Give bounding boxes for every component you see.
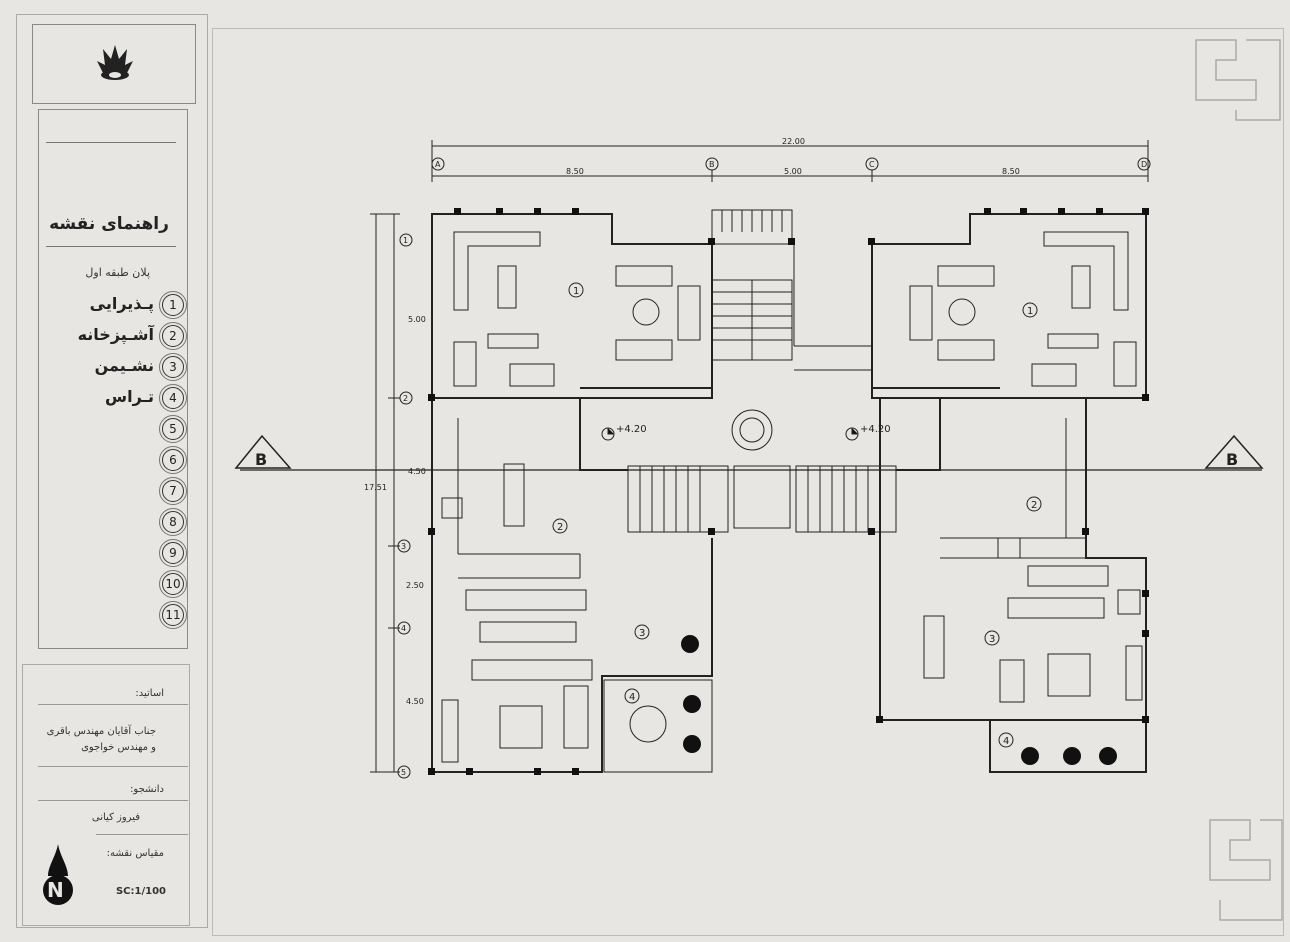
north-arrow-icon <box>43 844 73 905</box>
legend-item-number: 11 <box>159 601 187 629</box>
room-label-2-left: 2 <box>557 522 563 533</box>
grid-row-2: 2 <box>403 394 408 403</box>
grid-col-a: A <box>435 160 441 169</box>
title-block <box>22 664 190 926</box>
level-right: +4.20 <box>860 424 891 435</box>
grid-row-4: 4 <box>401 624 406 633</box>
logo-box <box>32 24 196 104</box>
grid-col-c: C <box>869 160 875 169</box>
section-left-label: B <box>255 450 267 469</box>
legend-item-number: 3 <box>159 353 187 381</box>
legend-item: 3 نشـیمن <box>38 353 198 381</box>
plants <box>681 635 1117 765</box>
dining-tables <box>441 463 1021 679</box>
legend-item: 11 <box>38 601 198 629</box>
left-dimensions <box>370 213 400 773</box>
grid-bubbles <box>397 157 1151 779</box>
legend-item: 7 <box>38 477 198 505</box>
student-name: فیروز کیانی <box>91 812 140 823</box>
living-room-right <box>999 565 1143 703</box>
stair-core <box>627 209 897 533</box>
left-sofa <box>453 231 701 387</box>
dim-total-height: 17.51 <box>364 483 387 492</box>
legend-item-number: 5 <box>159 415 187 443</box>
top-dimensions <box>431 140 1149 182</box>
room-label-1-left: 1 <box>573 286 579 297</box>
dim-col-ab: 8.50 <box>566 167 584 176</box>
legend-box <box>38 109 188 649</box>
legend-item-number: 8 <box>159 508 187 536</box>
legend-item-label: نشـیمن <box>94 356 154 375</box>
scale-value: SC:1/100 <box>115 886 166 897</box>
legend-subtitle: پلان طبقه اول <box>85 266 150 279</box>
legend-item-label: پـذیرایی <box>89 294 154 313</box>
level-markers <box>601 427 859 441</box>
legend-item: 1 پـذیرایی <box>38 291 198 319</box>
legend-item-number: 9 <box>159 539 187 567</box>
legend-item-number: 2 <box>159 322 187 350</box>
grid-col-b: B <box>709 160 715 169</box>
room-label-3-left: 3 <box>639 628 645 639</box>
legend-title: راهنمای نقشه <box>49 214 169 234</box>
dim-row-34: 2.50 <box>406 581 424 590</box>
legend-item-number: 1 <box>159 291 187 319</box>
dim-col-cd: 8.50 <box>1002 167 1020 176</box>
room-label-4-left: 4 <box>629 692 635 703</box>
grid-row-5: 5 <box>401 768 406 777</box>
grid-row-3: 3 <box>401 542 406 551</box>
grid-col-d: D <box>1141 160 1147 169</box>
scale-label: مقیاس نقشه: <box>106 848 164 859</box>
legend-item: 5 <box>38 415 198 443</box>
instructor-line1: جناب آقایان مهندس باقری <box>46 726 156 737</box>
north-letter: N <box>47 878 64 902</box>
corner-ornament-bottom-right <box>1209 819 1283 921</box>
tb-divider-3 <box>38 800 188 801</box>
exterior-walls <box>431 213 1147 773</box>
tb-divider-2 <box>38 766 188 767</box>
legend-item: 10 <box>38 570 198 598</box>
section-right-label: B <box>1226 450 1238 469</box>
legend-item: 8 <box>38 508 198 536</box>
room-circles <box>552 282 1042 748</box>
level-left: +4.20 <box>616 424 647 435</box>
legend-item-label: آشـپزخانه <box>77 325 154 344</box>
corner-ornament-top-right <box>1195 39 1281 121</box>
legend-divider <box>46 142 176 143</box>
legend-title-line <box>46 246 176 247</box>
columns <box>428 208 1149 775</box>
legend-item: 6 <box>38 446 198 474</box>
room-label-1-right: 1 <box>1027 306 1033 317</box>
legend-item-number: 10 <box>159 570 187 598</box>
title-column-frame <box>16 14 208 928</box>
sheet-border <box>212 28 1284 936</box>
instructor-line2: و مهندس خواجوی <box>81 742 156 753</box>
right-sofa <box>909 231 1137 387</box>
room-label-3-right: 3 <box>989 634 995 645</box>
legend-item-number: 4 <box>159 384 187 412</box>
legend-item: 4 تـراس <box>38 384 198 412</box>
dim-col-bc: 5.00 <box>784 167 802 176</box>
grid-row-1: 1 <box>403 236 408 245</box>
title-column: راهنمای نقشه پلان طبقه اول 1 پـذیرایی 2 آشـ… <box>16 14 208 928</box>
legend-item-number: 6 <box>159 446 187 474</box>
section-line <box>234 434 1264 471</box>
dim-row-12: 5.00 <box>408 315 426 324</box>
dim-row-45: 4.50 <box>406 697 424 706</box>
legend-item: 9 <box>38 539 198 567</box>
university-logo-icon <box>97 45 133 80</box>
tb-divider-1 <box>38 704 188 705</box>
instructor-label: اساتید: <box>135 688 164 699</box>
living-room-left <box>441 589 713 773</box>
legend-item-number: 7 <box>159 477 187 505</box>
dim-row-23: 4.50 <box>408 467 426 476</box>
room-label-2-right: 2 <box>1031 500 1037 511</box>
legend-item-label: تـراس <box>105 387 154 406</box>
dim-total-width: 22.00 <box>782 137 805 146</box>
tb-divider-4 <box>96 834 188 835</box>
room-label-4-right: 4 <box>1003 736 1009 747</box>
student-label: دانشجو: <box>130 784 164 795</box>
legend-item: 2 آشـپزخانه <box>38 322 198 350</box>
